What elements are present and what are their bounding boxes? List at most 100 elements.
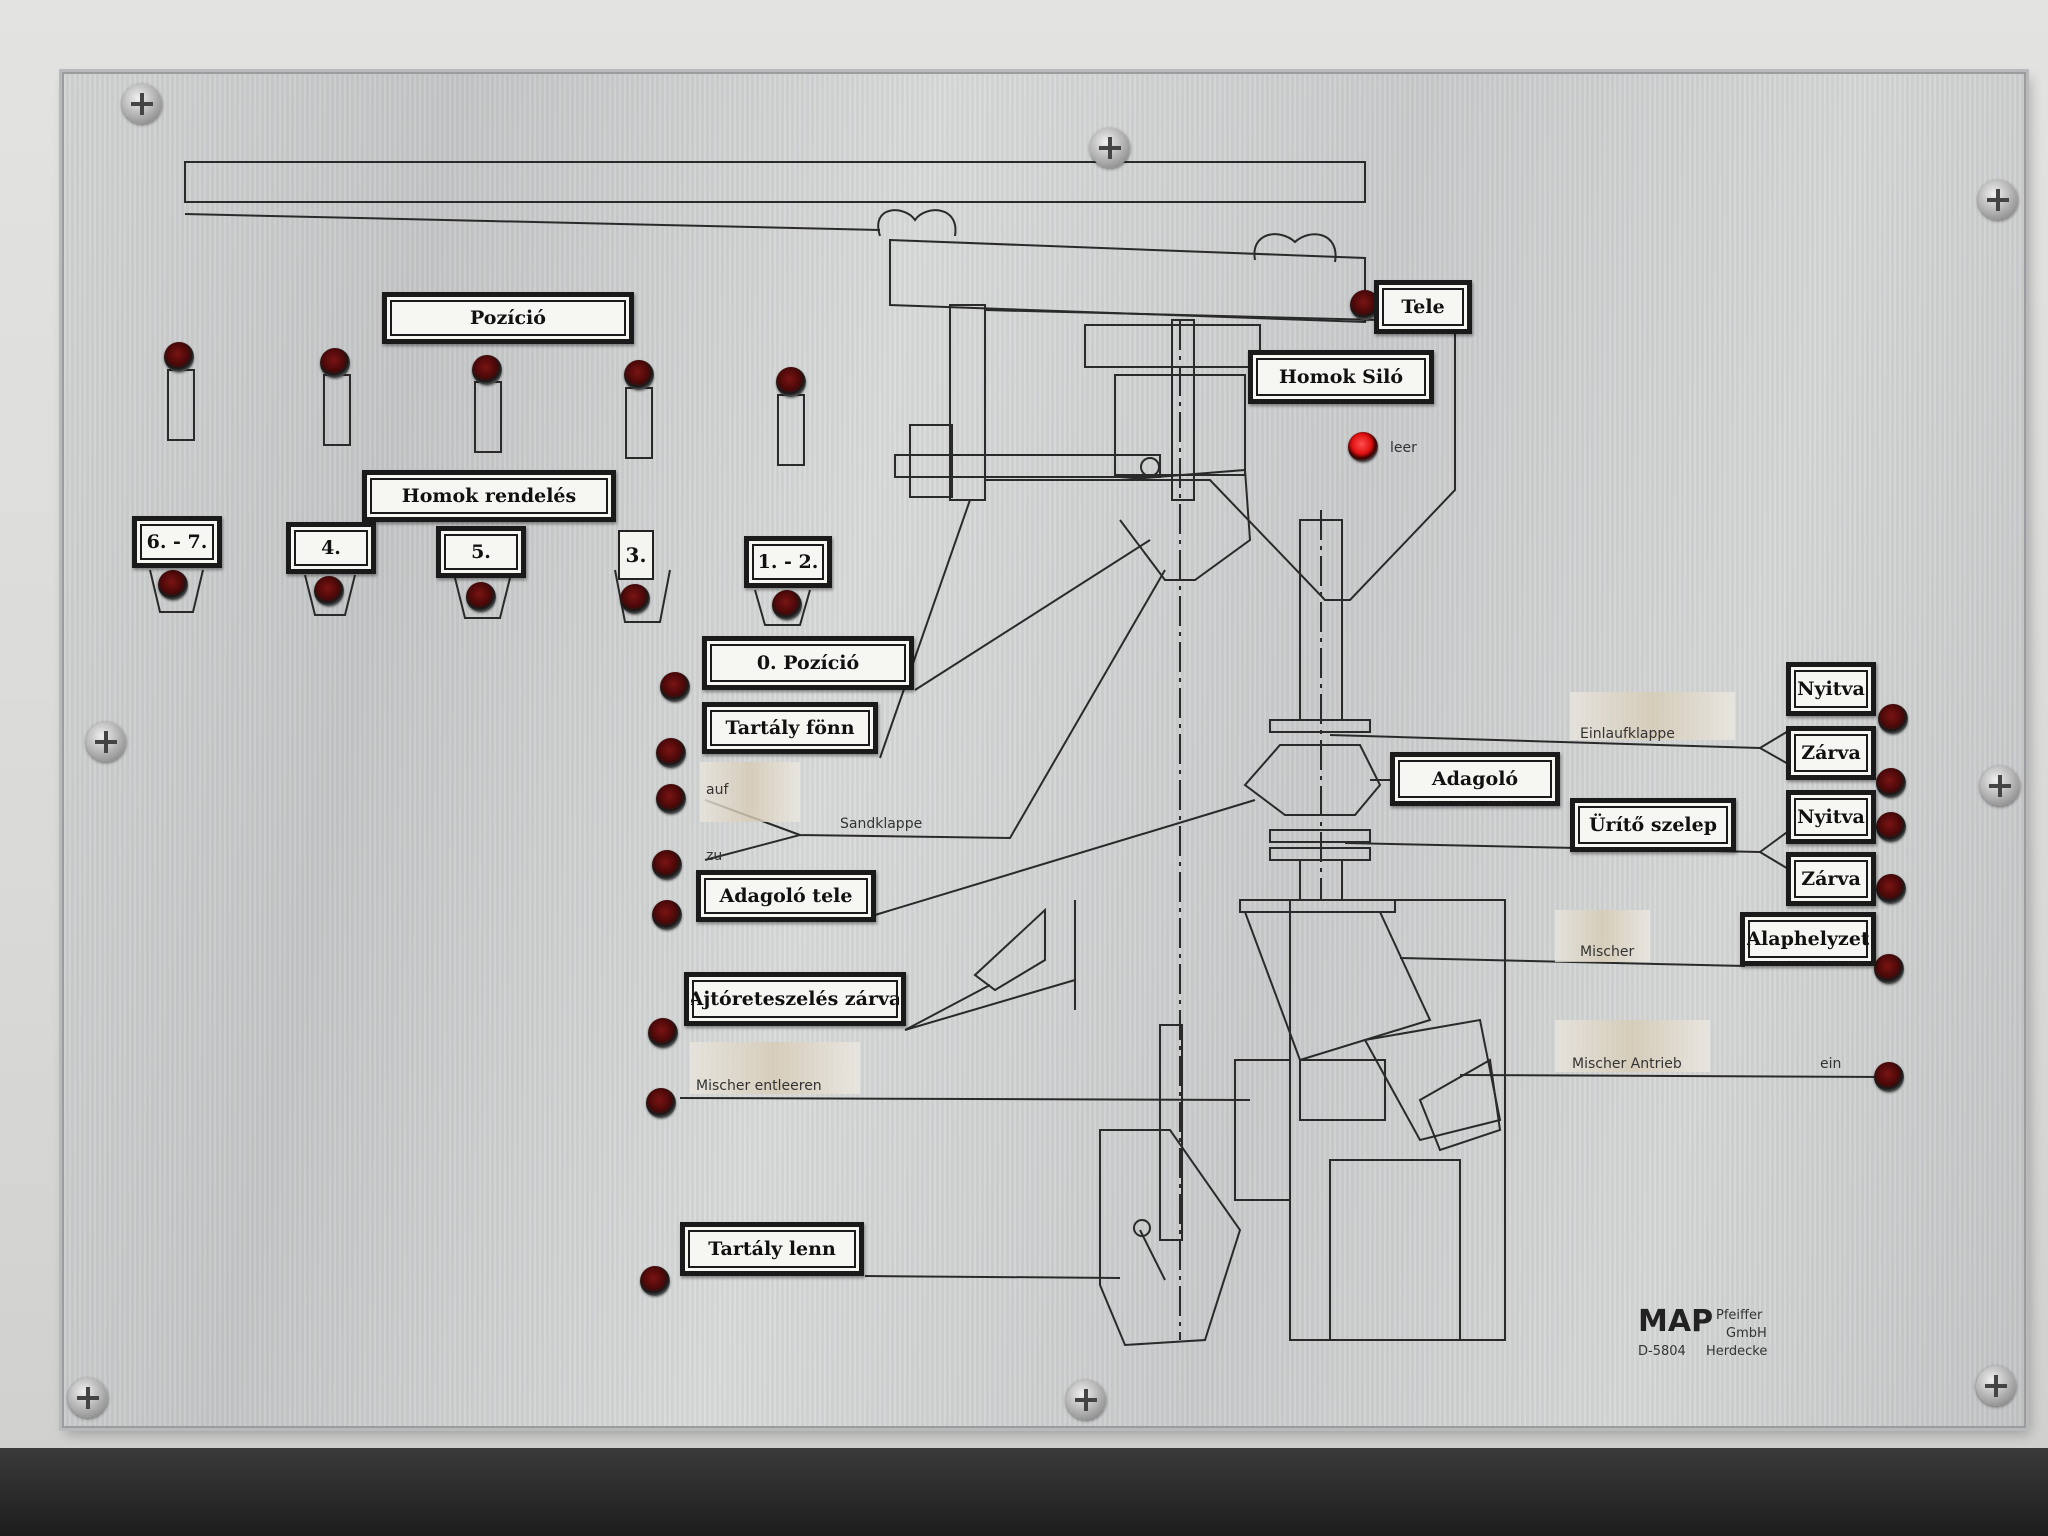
led-einlauf-zarva [1876,768,1906,798]
leader-einlauf-fork [1759,729,1791,766]
screw-bottom-right [1976,1366,2016,1406]
led-rendeles-5 [466,582,496,612]
leader-mischer [1399,957,1746,967]
valve-flange-top [1269,719,1371,733]
led-rendeles-12 [772,590,802,620]
crane-rail [184,161,1366,203]
maker-company-line2: GmbH [1726,1326,1767,1341]
led-rendeles-67 [158,570,188,600]
leader-ajtoreteszeles [904,979,1076,1031]
label-pos-3: 3. [618,530,654,580]
skip-arm [1139,1229,1166,1281]
screw-mid-right [1980,766,2020,806]
text-auf: auf [706,782,729,798]
pedestal-5 [777,394,805,466]
text-mischer-antrieb: Mischer Antrieb [1572,1056,1682,1072]
label-homok-silo: Homok Siló [1248,350,1434,404]
screw-top-middle [1090,128,1130,168]
led-ajtoreteszeles [648,1018,678,1048]
leader-tartaly-lenn [864,1275,1121,1279]
worn-sticker-einlauf [1570,692,1735,740]
worn-sticker-sandklappe [700,762,800,822]
label-pos-67: 6. - 7. [132,516,222,568]
label-alaphelyzet: Alaphelyzet [1740,912,1876,966]
mixer-side-box [1234,1059,1291,1201]
hopper-mark-5 [754,589,811,626]
vertical-shaft [1171,319,1195,501]
cylinder-pivot [1140,457,1160,477]
hopper-mark-2 [304,574,356,616]
text-mischer-entleeren: Mischer entleeren [696,1078,822,1094]
cone-upper [1119,468,1252,581]
label-adagolo: Adagoló [1390,752,1560,806]
label-tartaly-lenn: Tartály lenn [680,1222,864,1276]
screw-bottom-left [68,1378,108,1418]
screw-bottom-middle [1066,1380,1106,1420]
maker-city: Herdecke [1706,1344,1768,1359]
label-pos-5: 5. [436,526,526,578]
text-ein: ein [1820,1056,1842,1072]
label-pos-12: 1. - 2. [744,536,832,588]
mixer-drive [1418,1058,1502,1152]
screw-mid-left [86,722,126,762]
label-tele: Tele [1374,280,1472,334]
led-adagolo-tele [652,900,682,930]
text-sandklappe: Sandklappe [840,816,923,832]
led-rendeles-4 [314,576,344,606]
rail-inner-line [184,213,881,231]
cylinder-body [894,454,1161,478]
text-mischer: Mischer [1580,944,1635,960]
label-ajtoreteszeles: Ajtóreteszelés zárva [684,972,906,1026]
pedestal-3 [474,381,502,453]
led-tartaly-lenn [640,1266,670,1296]
led-mischer-antrieb-ein [1874,1062,1904,1092]
led-pozicio-4 [320,348,350,378]
screw-top-right [1978,180,2018,220]
carriage-frame [889,238,1366,324]
cylinder-head [909,424,953,498]
leader-mischer-entleeren [679,1097,1251,1101]
mixer-inner-box [1299,1059,1386,1121]
label-urito-nyitva: Nyitva [1786,790,1876,844]
skip-rail [1159,1024,1183,1241]
label-pozicio: Pozíció [382,292,634,344]
label-urito-szelep: Ürítő szelep [1570,798,1736,852]
text-einlaufklappe: Einlaufklappe [1580,726,1675,742]
label-homok-rendeles: Homok rendelés [362,470,616,522]
led-tartaly-fonn [656,738,686,768]
led-pozicio-12 [776,367,806,397]
floor-strip [0,1448,2048,1536]
led-pozicio-5 [472,355,502,385]
worn-sticker-entleeren [690,1042,860,1094]
led-urito-zarva [1876,874,1906,904]
pedestal-1 [167,369,195,441]
mixer-stand-inner [1329,1159,1461,1341]
label-tartaly-fonn: Tartály fönn [702,702,878,754]
mixer-top-plate [1239,899,1396,913]
worn-sticker-mischer [1555,910,1650,962]
hopper-mark-3 [454,577,511,619]
leader-nulla-pozicio [914,539,1151,691]
led-rendeles-3 [620,584,650,614]
led-urito-nyitva [1876,812,1906,842]
carriage-column [949,304,986,501]
mixer-motor [1363,1018,1502,1142]
leader-adagolo-tele [874,799,1256,916]
led-pozicio-67 [164,342,194,372]
valve-body [1243,744,1382,816]
led-einlauf-nyitva [1878,704,1908,734]
pedestal-4 [625,387,653,459]
led-sandklappe-zu [652,850,682,880]
label-urito-zarva: Zárva [1786,852,1876,906]
led-alaphelyzet [1874,954,1904,984]
hopper-mark-1 [149,569,204,613]
label-nulla-pozicio: 0. Pozíció [702,636,914,690]
leader-urito-fork [1759,829,1791,871]
led-pozicio-3 [624,360,654,390]
text-zu: zu [706,848,723,864]
worn-sticker-antrieb [1555,1020,1710,1072]
led-nulla-pozicio [660,672,690,702]
leader-mischer-antrieb [1459,1074,1886,1078]
valve-flange-bottom [1269,829,1371,843]
